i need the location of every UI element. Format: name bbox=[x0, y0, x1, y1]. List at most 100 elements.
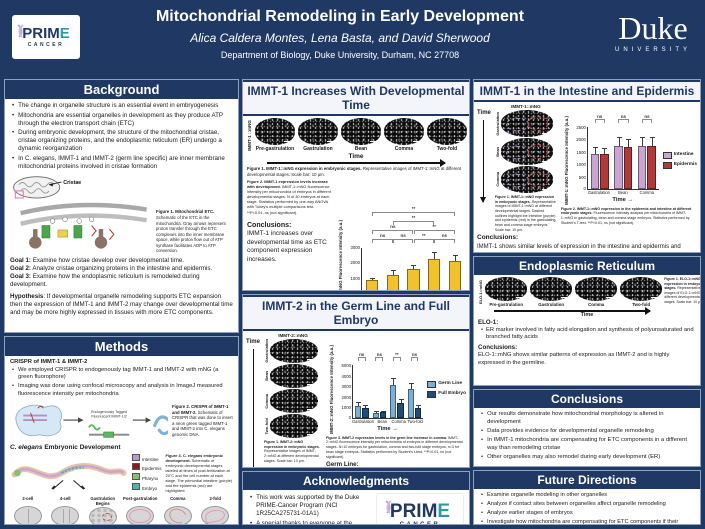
pharynx-swatch bbox=[132, 473, 140, 481]
data-bar bbox=[366, 279, 379, 290]
significance-bracket: ns bbox=[434, 233, 455, 243]
conclusions-text: IMMT-1 shows similar levels of expressio… bbox=[477, 243, 686, 252]
embryo-drawing bbox=[51, 506, 80, 524]
bar-group bbox=[588, 127, 612, 190]
x-axis-tick-label: Comma bbox=[639, 190, 654, 196]
stage-gastrulation: Gastrulation Begins26-28 cell(~120 min) bbox=[85, 496, 121, 524]
methods-subheading: CRISPR of IMMT-1 & IMMT-2 bbox=[10, 359, 88, 365]
micrograph-comma bbox=[575, 277, 618, 301]
crispr-schematic: Endogenously Tagged Fluorescent IMMT-1/2 bbox=[15, 404, 168, 438]
y-tick-label: 2000 bbox=[341, 394, 351, 400]
prime-logo-text: PRIME bbox=[385, 500, 450, 521]
x-axis-tick-label: Two-fold bbox=[407, 419, 423, 425]
y-tick-label: 3000 bbox=[350, 244, 360, 250]
data-bar bbox=[614, 146, 623, 190]
bar-group bbox=[388, 365, 406, 419]
y-axis-title: IMMT-1::mNG Fluorescence Intensity (a.u.… bbox=[563, 116, 569, 205]
embryo-drawing bbox=[13, 506, 42, 524]
error-bar bbox=[452, 254, 458, 261]
intestine-swatch bbox=[132, 453, 140, 461]
y-tick-label: 5000 bbox=[341, 362, 351, 368]
x-axis-tick-label: Comma bbox=[391, 419, 406, 425]
y-tick-label: 1000 bbox=[576, 161, 586, 167]
data-bar bbox=[407, 389, 415, 419]
legend-item: Intestine bbox=[662, 151, 697, 159]
micrograph-pre-gastrulation bbox=[485, 277, 528, 301]
legend-item: Epidermis bbox=[662, 161, 697, 169]
x-axis-title: Time → bbox=[377, 426, 399, 433]
conclusions-bullets: Our results demonstrate how mitochondria… bbox=[479, 411, 695, 462]
bullet-text: Other organelles may also remodel during… bbox=[487, 453, 661, 460]
significance-bracket: ns bbox=[410, 352, 419, 362]
immt2-title: IMMT-2 in the Germ Line and Full Embryo bbox=[243, 295, 469, 331]
figure3-caption: Figure 3. C. elegans embryonic developme… bbox=[165, 452, 233, 494]
error-bar bbox=[363, 405, 369, 409]
conclusions-label: Conclusions: bbox=[478, 343, 518, 351]
image-column-header: IMMT-2::mNG bbox=[278, 333, 308, 338]
section-immt1-time: IMMT-1 Increases With Developmental Time… bbox=[242, 79, 470, 291]
micrograph-two-fold bbox=[270, 413, 319, 438]
micrograph-two-fold bbox=[620, 277, 663, 301]
significance-bracket: ns bbox=[372, 224, 414, 234]
data-bar bbox=[354, 406, 362, 419]
germline-label: Germ Line: bbox=[326, 461, 359, 467]
time-arrow bbox=[267, 158, 446, 167]
time-axis: Time bbox=[246, 333, 260, 467]
prime-cancer-logo: PRIME CANCER bbox=[12, 15, 80, 59]
significance-bracket: ** bbox=[393, 352, 401, 362]
micrograph-bean bbox=[270, 363, 319, 388]
middle-column: IMMT-1 Increases With Developmental Time… bbox=[242, 79, 470, 525]
methods-title: Methods bbox=[5, 337, 238, 356]
stage-2-cell: 2-cell(~30 min) bbox=[10, 496, 46, 524]
epidermis-swatch bbox=[132, 463, 140, 471]
bar-group bbox=[406, 365, 424, 419]
significance-bracket: ns bbox=[641, 114, 653, 124]
y-tick-label: 2000 bbox=[576, 136, 586, 142]
data-bar bbox=[386, 274, 400, 290]
schematic-label: Fluorescent IMMT-1/2 bbox=[91, 414, 126, 418]
background-bullets: The change in organelle structure is an … bbox=[10, 102, 233, 171]
y-tick-label: 4000 bbox=[341, 373, 351, 379]
image-axis-label: ELO-1::mNG bbox=[478, 280, 483, 305]
data-bar bbox=[427, 258, 441, 290]
prime-cancer-logo: PRIME CANCER bbox=[376, 493, 464, 524]
time-arrow bbox=[494, 306, 651, 315]
bullet-text: We employed CRISPR to endogenously tag I… bbox=[18, 366, 219, 381]
error-bar bbox=[432, 251, 438, 259]
error-bar bbox=[373, 411, 379, 414]
embryo-drawing bbox=[201, 506, 230, 524]
x-axis-title: Time → bbox=[612, 197, 634, 204]
data-bar bbox=[600, 154, 609, 190]
significance-bracket: ns bbox=[372, 233, 393, 243]
error-bar bbox=[391, 378, 397, 386]
prime-cancer-label: CANCER bbox=[27, 42, 65, 48]
error-bar bbox=[398, 399, 404, 404]
worm-schematic bbox=[11, 463, 127, 490]
bar-group bbox=[383, 248, 404, 290]
prime-text-e: E bbox=[59, 25, 70, 42]
immt1-figure1-caption: Figure 1. IMMT-1::mNG expression in embr… bbox=[247, 165, 462, 177]
bullet-text: Mitochondria are essential organelles in… bbox=[18, 111, 223, 127]
x-axis-tick-label: Gastrulation bbox=[352, 419, 375, 425]
prime-text-main: PRIM bbox=[22, 25, 60, 42]
error-bar bbox=[649, 137, 655, 147]
bullet-text: During embryonic development, the struct… bbox=[18, 129, 222, 153]
bullet-text: Analyze earlier stages of embryos bbox=[487, 509, 573, 516]
schematic-label: Endogenously Tagged bbox=[91, 409, 127, 413]
goals: Goal 1: Examine how cristae develop over… bbox=[10, 257, 213, 289]
data-bar bbox=[623, 147, 633, 190]
y-tick-label: 1500 bbox=[576, 149, 586, 155]
bullet-text: The change in organelle structure is an … bbox=[18, 102, 219, 109]
immt2-image-caption: Figure 1. IMMT-2::mNG expression in embr… bbox=[264, 439, 320, 463]
right-column: IMMT-1 in the Intestine and Epidermis Ti… bbox=[473, 79, 701, 525]
immt2-figure3-caption: Figure 3. IMMT-2 expression levels in th… bbox=[326, 435, 463, 459]
background-title: Background bbox=[5, 80, 238, 99]
figure1-caption: Figure 1. Mitochondrial ETC. Schematic o… bbox=[156, 209, 226, 254]
significance-bracket: ** bbox=[372, 206, 455, 216]
bullet-text: Data provides evidence for developmental… bbox=[487, 427, 654, 434]
data-bar bbox=[590, 154, 600, 190]
significance-bracket: ns bbox=[392, 233, 414, 243]
section-methods: Methods CRISPR of IMMT-1 & IMMT-2 We emp… bbox=[4, 336, 239, 525]
bar-group bbox=[612, 127, 636, 190]
